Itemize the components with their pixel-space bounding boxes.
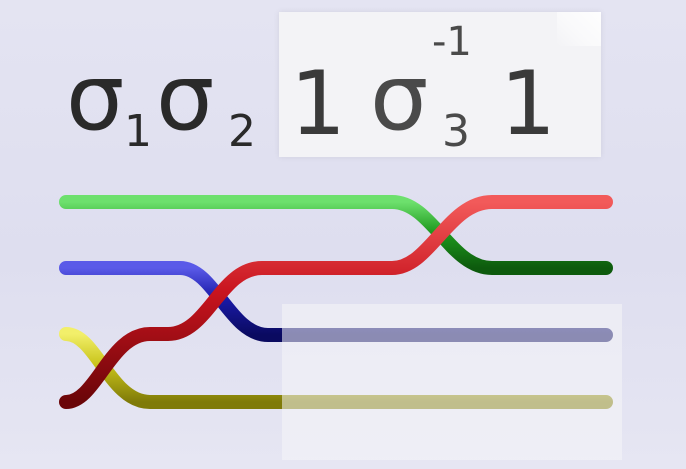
generator-sigma-1: σ: [66, 44, 125, 151]
strand-green: [59, 195, 613, 275]
generator-sigma-2-index: 2: [228, 106, 256, 157]
generator-sigma-1-index: 1: [124, 106, 152, 157]
highlight-panel-top: [279, 12, 601, 157]
generator-sigma-3-exponent: -1: [432, 19, 472, 65]
generator-sigma-3-index: 3: [442, 106, 470, 157]
identity-1: 1: [290, 52, 346, 155]
identity-2: 1: [500, 52, 556, 155]
generator-sigma-2: σ: [156, 44, 215, 151]
strand-red: [59, 195, 613, 409]
generator-sigma-3: σ: [370, 44, 429, 151]
highlight-panel-bottom: [282, 304, 622, 460]
